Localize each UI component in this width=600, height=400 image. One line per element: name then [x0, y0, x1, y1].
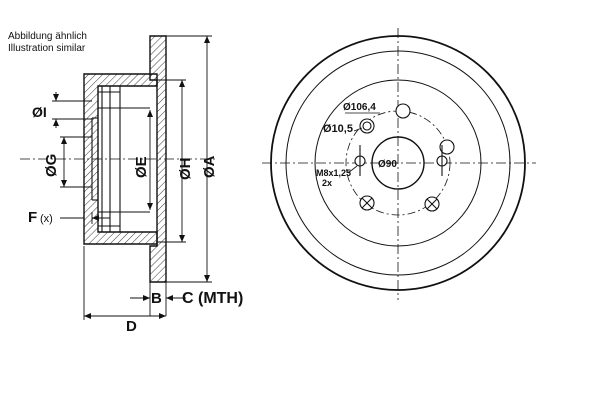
- dim-I: [52, 92, 92, 128]
- dim-F: [60, 212, 110, 224]
- dim-A: [166, 35, 212, 283]
- dim-H: [157, 79, 186, 243]
- dim-D: [83, 246, 166, 320]
- bolt-hole-right: [439, 139, 455, 155]
- label-pcd: Ø106,4: [343, 102, 376, 113]
- label-D: D: [126, 318, 137, 335]
- bolt-hole-lower-right: [424, 196, 440, 212]
- label-center: Ø90: [378, 159, 397, 170]
- label-A: ØA: [201, 155, 218, 178]
- hat-section: [83, 73, 158, 245]
- bolt-hole-lower-left: [359, 195, 375, 211]
- side-view: ØI ØG ØE ØH ØA F (x): [20, 35, 243, 335]
- threaded-hole-right: [436, 145, 448, 176]
- label-hole: Ø10,5: [323, 123, 353, 135]
- label-B: B: [151, 290, 162, 307]
- caption-line-1: Abbildung ähnlich: [8, 31, 87, 42]
- bolt-hole-upper-left: [359, 118, 375, 134]
- threaded-holes: [354, 145, 448, 176]
- leader-hole: [353, 127, 363, 132]
- front-view: Ø106,4 Ø10,5 Ø90 M8x1,25 2x: [262, 28, 536, 300]
- bolt-holes: [359, 103, 455, 212]
- label-thread-count: 2x: [322, 178, 332, 188]
- label-G: ØG: [43, 154, 60, 177]
- label-C: C (MTH): [182, 290, 243, 307]
- caption-line-2: Illustration similar: [8, 43, 86, 54]
- leader-thread: [347, 165, 358, 174]
- threaded-hole-left: [354, 145, 366, 176]
- dim-B: [130, 282, 186, 316]
- label-F-suffix: (x): [40, 213, 53, 225]
- label-F: F: [28, 209, 37, 226]
- dim-G: [60, 136, 92, 188]
- bolt-hole-top: [395, 103, 411, 119]
- label-I: ØI: [32, 104, 47, 120]
- label-E: ØE: [133, 156, 150, 178]
- label-thread: M8x1,25: [316, 168, 351, 178]
- label-H: ØH: [177, 158, 194, 181]
